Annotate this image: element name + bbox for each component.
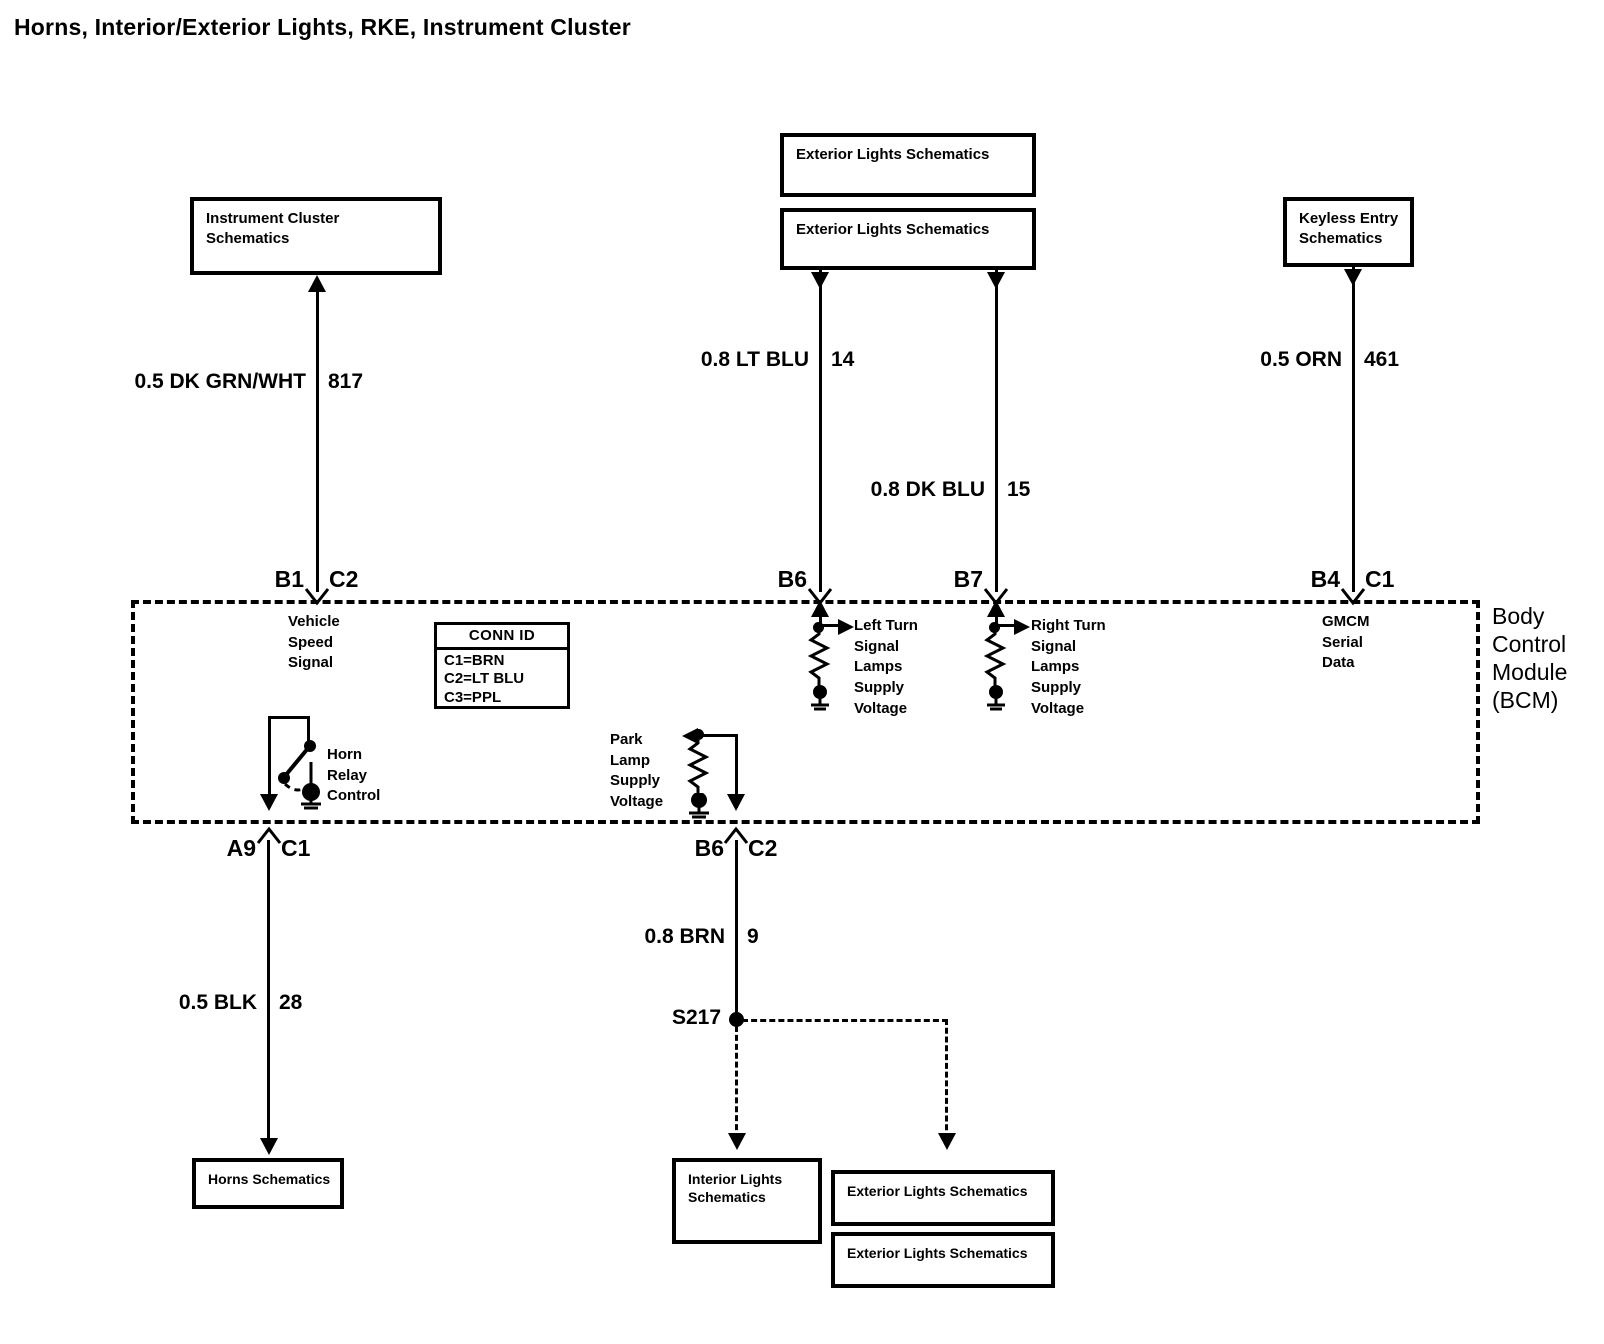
refbox-exterior-lights-bottom-1[interactable]: Exterior Lights Schematics [831,1170,1055,1226]
refbox-keyless-entry-label: Keyless Entry Schematics [1299,210,1399,247]
function-gmcm-serial-data: GMCM Serial Data [1322,613,1370,672]
horn-relay-right-leg [307,716,310,744]
wire-461-arrowhead-down [1344,269,1362,286]
refbox-exterior-lights-top-1[interactable]: Exterior Lights Schematics [780,133,1036,197]
splice-s217-dot [729,1012,744,1027]
refbox-interior-lights[interactable]: Interior Lights Schematics [672,1158,822,1244]
left-turn-node-dot [813,622,824,633]
wire-461-vertical [1352,267,1355,592]
wire-817-spec: 0.5 DK GRN/WHT [134,370,306,393]
park-lamp-arrowhead-down [727,794,745,811]
page-title: Horns, Interior/Exterior Lights, RKE, In… [14,14,631,40]
pin-b1-connector: C2 [329,566,359,592]
pin-b6-bot-connector: C2 [748,835,778,861]
left-turn-arrowhead-up [811,600,829,617]
refbox-exterior-lights-bottom-2[interactable]: Exterior Lights Schematics [831,1232,1055,1288]
right-turn-resistor [983,630,1008,691]
wire-14-spec: 0.8 LT BLU [700,348,809,371]
pin-a9-connector: C1 [281,835,311,861]
wire-28-arrowhead-down [260,1138,278,1155]
wire-28-vertical [267,840,270,1144]
horn-relay-top-wire [268,716,310,719]
wire-14-arrowhead-down [811,272,829,289]
right-turn-node-dot [989,622,1000,633]
refbox-instrument-cluster-label: Instrument Cluster Schematics [206,210,340,247]
wire-461-circuit: 461 [1364,348,1400,371]
function-right-turn-signal: Right Turn Signal Lamps Supply Voltage [1031,617,1106,717]
wire-28-circuit: 28 [279,991,303,1014]
right-turn-pullup-wire [995,612,998,630]
pin-b7-terminal: B7 [953,566,983,592]
refbox-exterior-lights-top-2-label: Exterior Lights Schematics [796,221,990,238]
splice-s217-branch-vertical-left [735,1026,738,1139]
refbox-keyless-entry[interactable]: Keyless Entry Schematics [1283,197,1414,267]
splice-s217-branch-vertical-right [945,1019,948,1139]
function-park-lamp-supply: Park Lamp Supply Voltage [610,731,664,811]
park-lamp-ground-symbol [684,792,714,828]
left-turn-resistor [807,630,832,691]
splice-s217-label: S217 [671,1006,721,1029]
left-turn-branch-wire [819,624,841,627]
wire-14-circuit: 14 [831,348,855,371]
refbox-exterior-lights-bottom-1-label: Exterior Lights Schematics [847,1183,1028,1199]
horn-relay-output-wire [268,716,271,807]
wire-9-circuit: 9 [747,925,759,948]
refbox-interior-lights-label: Interior Lights Schematics [688,1171,783,1206]
horn-relay-arrowhead-down [260,794,278,811]
pin-b4-connector: C1 [1365,566,1395,592]
pin-a9-terminal: A9 [226,835,256,861]
park-lamp-right-wire [697,734,738,737]
wire-15-spec: 0.8 DK BLU [870,478,985,501]
wire-15-vertical [995,270,998,592]
function-left-turn-signal: Left Turn Signal Lamps Supply Voltage [854,617,918,717]
pin-b6-top-terminal: B6 [777,566,807,592]
splice-s217-arrowhead-right-branch [938,1133,956,1150]
conn-id-table: CONN ID C1=BRN C2=LT BLU C3=PPL [434,622,570,709]
wire-817-circuit: 817 [328,370,364,393]
function-horn-relay-control: Horn Relay Control [327,746,381,805]
right-turn-branch-wire [995,624,1017,627]
left-turn-pullup-wire [819,612,822,630]
pin-b4-terminal: B4 [1310,566,1340,592]
right-turn-ground-symbol [981,684,1011,719]
pin-b1-terminal: B1 [274,566,304,592]
horn-relay-ground-symbol [296,762,326,819]
refbox-horns-label: Horns Schematics [208,1171,331,1187]
left-turn-ground-symbol [805,684,835,719]
wire-9-spec: 0.8 BRN [644,925,725,948]
wire-817-vertical [316,292,319,592]
wire-15-arrowhead-down [987,272,1005,289]
pin-b6-bot-terminal: B6 [694,835,724,861]
park-lamp-resistor [686,738,711,801]
splice-s217-branch-horizontal [742,1019,948,1022]
wire-28-spec: 0.5 BLK [178,991,257,1014]
right-turn-arrowhead-right [1014,619,1030,635]
splice-s217-arrowhead-left-branch [728,1133,746,1150]
left-turn-arrowhead-right [838,619,854,635]
wire-461-spec: 0.5 ORN [1260,348,1342,371]
conn-id-rows: C1=BRN C2=LT BLU C3=PPL [444,652,525,706]
refbox-exterior-lights-top-2[interactable]: Exterior Lights Schematics [780,208,1036,270]
park-lamp-output-wire [735,734,738,808]
connector-chevron-a9 [255,826,283,851]
wire-15-circuit: 15 [1007,478,1031,501]
connector-chevron-b6-bot [722,826,750,851]
function-vehicle-speed-signal: Vehicle Speed Signal [288,613,340,672]
refbox-exterior-lights-bottom-2-label: Exterior Lights Schematics [847,1245,1028,1261]
conn-id-header: CONN ID [437,625,567,650]
wire-817-arrowhead-up [308,275,326,292]
bcm-enclosure [131,600,1480,824]
refbox-exterior-lights-top-1-label: Exterior Lights Schematics [796,146,990,163]
right-turn-arrowhead-up [987,600,1005,617]
refbox-instrument-cluster[interactable]: Instrument Cluster Schematics [190,197,442,275]
wire-14-vertical [819,270,822,592]
refbox-horns[interactable]: Horns Schematics [192,1158,344,1209]
wire-9-vertical [735,840,738,1022]
bcm-name-label: Body Control Module (BCM) [1492,603,1568,714]
